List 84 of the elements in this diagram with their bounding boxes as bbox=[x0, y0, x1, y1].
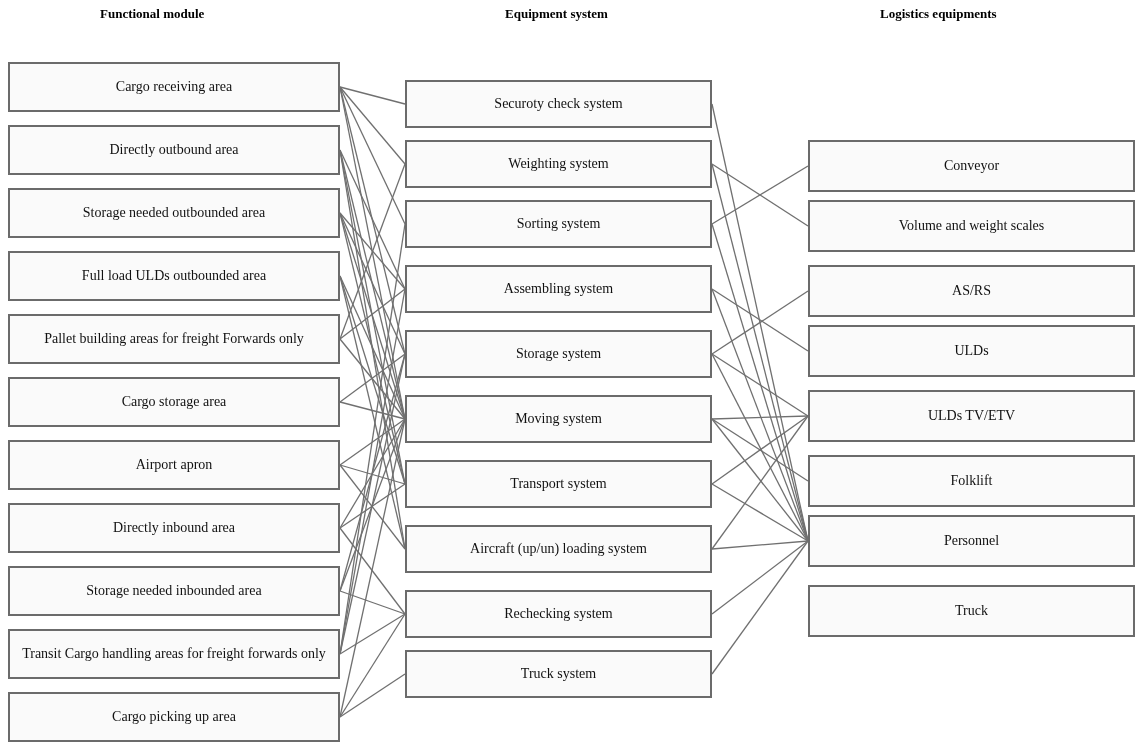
box-label: Full load ULDs outbounded area bbox=[81, 267, 267, 285]
connector-line bbox=[711, 415, 809, 420]
box-label: Transit Cargo handling areas for freight forwards only bbox=[22, 645, 326, 663]
process-box bbox=[808, 390, 1135, 442]
process-box bbox=[8, 188, 340, 238]
connector-line bbox=[339, 212, 406, 290]
process-box bbox=[8, 314, 340, 364]
process-box bbox=[8, 377, 340, 427]
process-box bbox=[8, 692, 340, 742]
box-label: Storage system bbox=[515, 345, 602, 363]
process-box bbox=[405, 525, 712, 573]
process-box bbox=[808, 585, 1135, 637]
process-box bbox=[405, 395, 712, 443]
connector-line bbox=[339, 86, 406, 105]
process-box bbox=[8, 629, 340, 679]
column-heading: Functional module bbox=[100, 6, 205, 22]
box-label: Assembling system bbox=[503, 280, 614, 298]
connector-line bbox=[339, 338, 406, 420]
process-box bbox=[808, 200, 1135, 252]
process-box bbox=[8, 440, 340, 490]
process-box bbox=[808, 325, 1135, 377]
box-label: Storage needed inbounded area bbox=[86, 582, 262, 600]
connector-line bbox=[339, 464, 406, 485]
box-label: Sorting system bbox=[516, 215, 601, 233]
connector-line bbox=[339, 86, 406, 165]
process-box bbox=[405, 80, 712, 128]
box-label: ULDs TV/ETV bbox=[927, 407, 1016, 425]
connector-line bbox=[339, 353, 406, 403]
box-label: Truck bbox=[955, 602, 988, 620]
connector-line bbox=[339, 613, 406, 718]
box-label: Securoty check system bbox=[494, 95, 623, 113]
column-heading: Logistics equipments bbox=[880, 6, 997, 22]
connector-line bbox=[711, 483, 809, 542]
box-label: Weighting system bbox=[508, 155, 609, 173]
box-label: Airport apron bbox=[135, 456, 213, 474]
box-label: Truck system bbox=[520, 665, 597, 683]
box-label: Moving system bbox=[515, 410, 602, 428]
process-box bbox=[808, 140, 1135, 192]
box-label: Rechecking system bbox=[504, 605, 613, 623]
box-label: Directly outbound area bbox=[109, 141, 239, 159]
connector-line bbox=[339, 613, 406, 655]
process-box bbox=[405, 140, 712, 188]
connector-line bbox=[339, 401, 406, 420]
process-box bbox=[808, 455, 1135, 507]
connector-line bbox=[339, 590, 406, 615]
box-label: Personnel bbox=[943, 532, 1000, 550]
box-label: Cargo receiving area bbox=[115, 78, 233, 96]
connector-line bbox=[339, 418, 406, 466]
box-label: Volume and weight scales bbox=[898, 217, 1045, 235]
column-heading: Equipment system bbox=[505, 6, 608, 22]
connector-line bbox=[711, 540, 809, 615]
box-label: Transport system bbox=[510, 475, 607, 493]
connector-line bbox=[339, 673, 406, 718]
process-box bbox=[808, 265, 1135, 317]
connector-line bbox=[711, 353, 809, 417]
box-label: Cargo picking up area bbox=[112, 708, 236, 726]
box-label: Pallet building areas for freight Forwards only bbox=[44, 330, 304, 348]
box-label: Storage needed outbounded area bbox=[82, 204, 266, 222]
box-label: Directly inbound area bbox=[112, 519, 236, 537]
process-box bbox=[405, 265, 712, 313]
box-label: ULDs bbox=[954, 342, 989, 360]
connector-line bbox=[339, 483, 406, 529]
process-box bbox=[405, 200, 712, 248]
process-box bbox=[405, 590, 712, 638]
process-box bbox=[8, 62, 340, 112]
connector-line bbox=[339, 527, 406, 615]
process-box bbox=[8, 251, 340, 301]
process-box bbox=[405, 330, 712, 378]
process-box bbox=[808, 515, 1135, 567]
connector-line bbox=[711, 540, 809, 675]
connector-line bbox=[711, 540, 809, 550]
process-box bbox=[405, 460, 712, 508]
box-label: Folklift bbox=[950, 472, 993, 490]
connector-line bbox=[339, 288, 406, 340]
process-box bbox=[8, 125, 340, 175]
box-label: Aircraft (up/un) loading system bbox=[470, 540, 647, 558]
connector-line bbox=[339, 464, 406, 550]
box-label: Conveyor bbox=[943, 157, 1000, 175]
connector-line bbox=[339, 418, 406, 529]
process-box bbox=[8, 503, 340, 553]
box-label: Cargo storage area bbox=[121, 393, 227, 411]
box-label: AS/RS bbox=[952, 282, 991, 300]
process-box bbox=[405, 650, 712, 698]
process-box bbox=[8, 566, 340, 616]
